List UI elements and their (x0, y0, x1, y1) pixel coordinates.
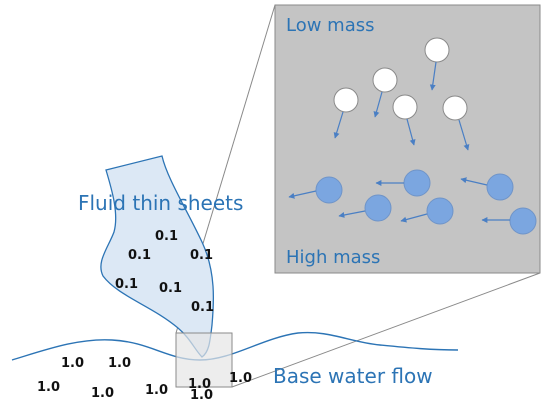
heavy-particle (364, 194, 392, 222)
sheet-value: 0.1 (155, 229, 178, 244)
sheet-value: 0.1 (115, 277, 138, 292)
base-value: 1.0 (37, 380, 60, 395)
base-value: 1.0 (229, 371, 252, 386)
base-water-flow-label: Base water flow (273, 364, 433, 388)
base-value: 1.0 (61, 356, 84, 371)
heavy-particle (486, 173, 514, 201)
velocity-arrow (338, 210, 366, 218)
sheet-value: 0.1 (159, 281, 182, 296)
heavy-particle (509, 207, 537, 235)
zoom-source-box (175, 332, 233, 388)
light-particle (372, 67, 398, 93)
light-particles (333, 37, 470, 151)
light-particle (333, 87, 359, 113)
velocity-arrow (458, 119, 470, 151)
base-value: 1.0 (145, 383, 168, 398)
high-mass-label: High mass (286, 247, 380, 268)
light-particle (392, 94, 418, 120)
light-particle (442, 95, 468, 121)
zoom-panel (274, 4, 541, 274)
sheet-value: 0.1 (190, 248, 213, 263)
zoom-line-bottom (231, 272, 541, 388)
base-value: 1.0 (190, 388, 213, 403)
low-mass-label: Low mass (286, 15, 375, 36)
heavy-particle (403, 169, 431, 197)
velocity-arrow (373, 91, 383, 118)
heavy-particle (426, 197, 454, 225)
base-value: 1.0 (108, 356, 131, 371)
base-value: 1.0 (91, 386, 114, 401)
sheet-value: 0.1 (128, 248, 151, 263)
base-value: 1.0 (188, 377, 211, 392)
heavy-particles (288, 169, 537, 235)
velocity-arrow (288, 190, 317, 199)
fluid-thin-sheets-label: Fluid thin sheets (78, 191, 243, 215)
velocity-arrow (429, 61, 437, 91)
velocity-arrow (460, 177, 488, 186)
sheet-value: 0.1 (191, 300, 214, 315)
light-particle (424, 37, 450, 63)
heavy-particle (315, 176, 343, 204)
velocity-arrow (333, 111, 344, 139)
velocity-arrow (400, 213, 428, 223)
velocity-arrow (406, 118, 416, 146)
base-water-wave (11, 331, 459, 361)
